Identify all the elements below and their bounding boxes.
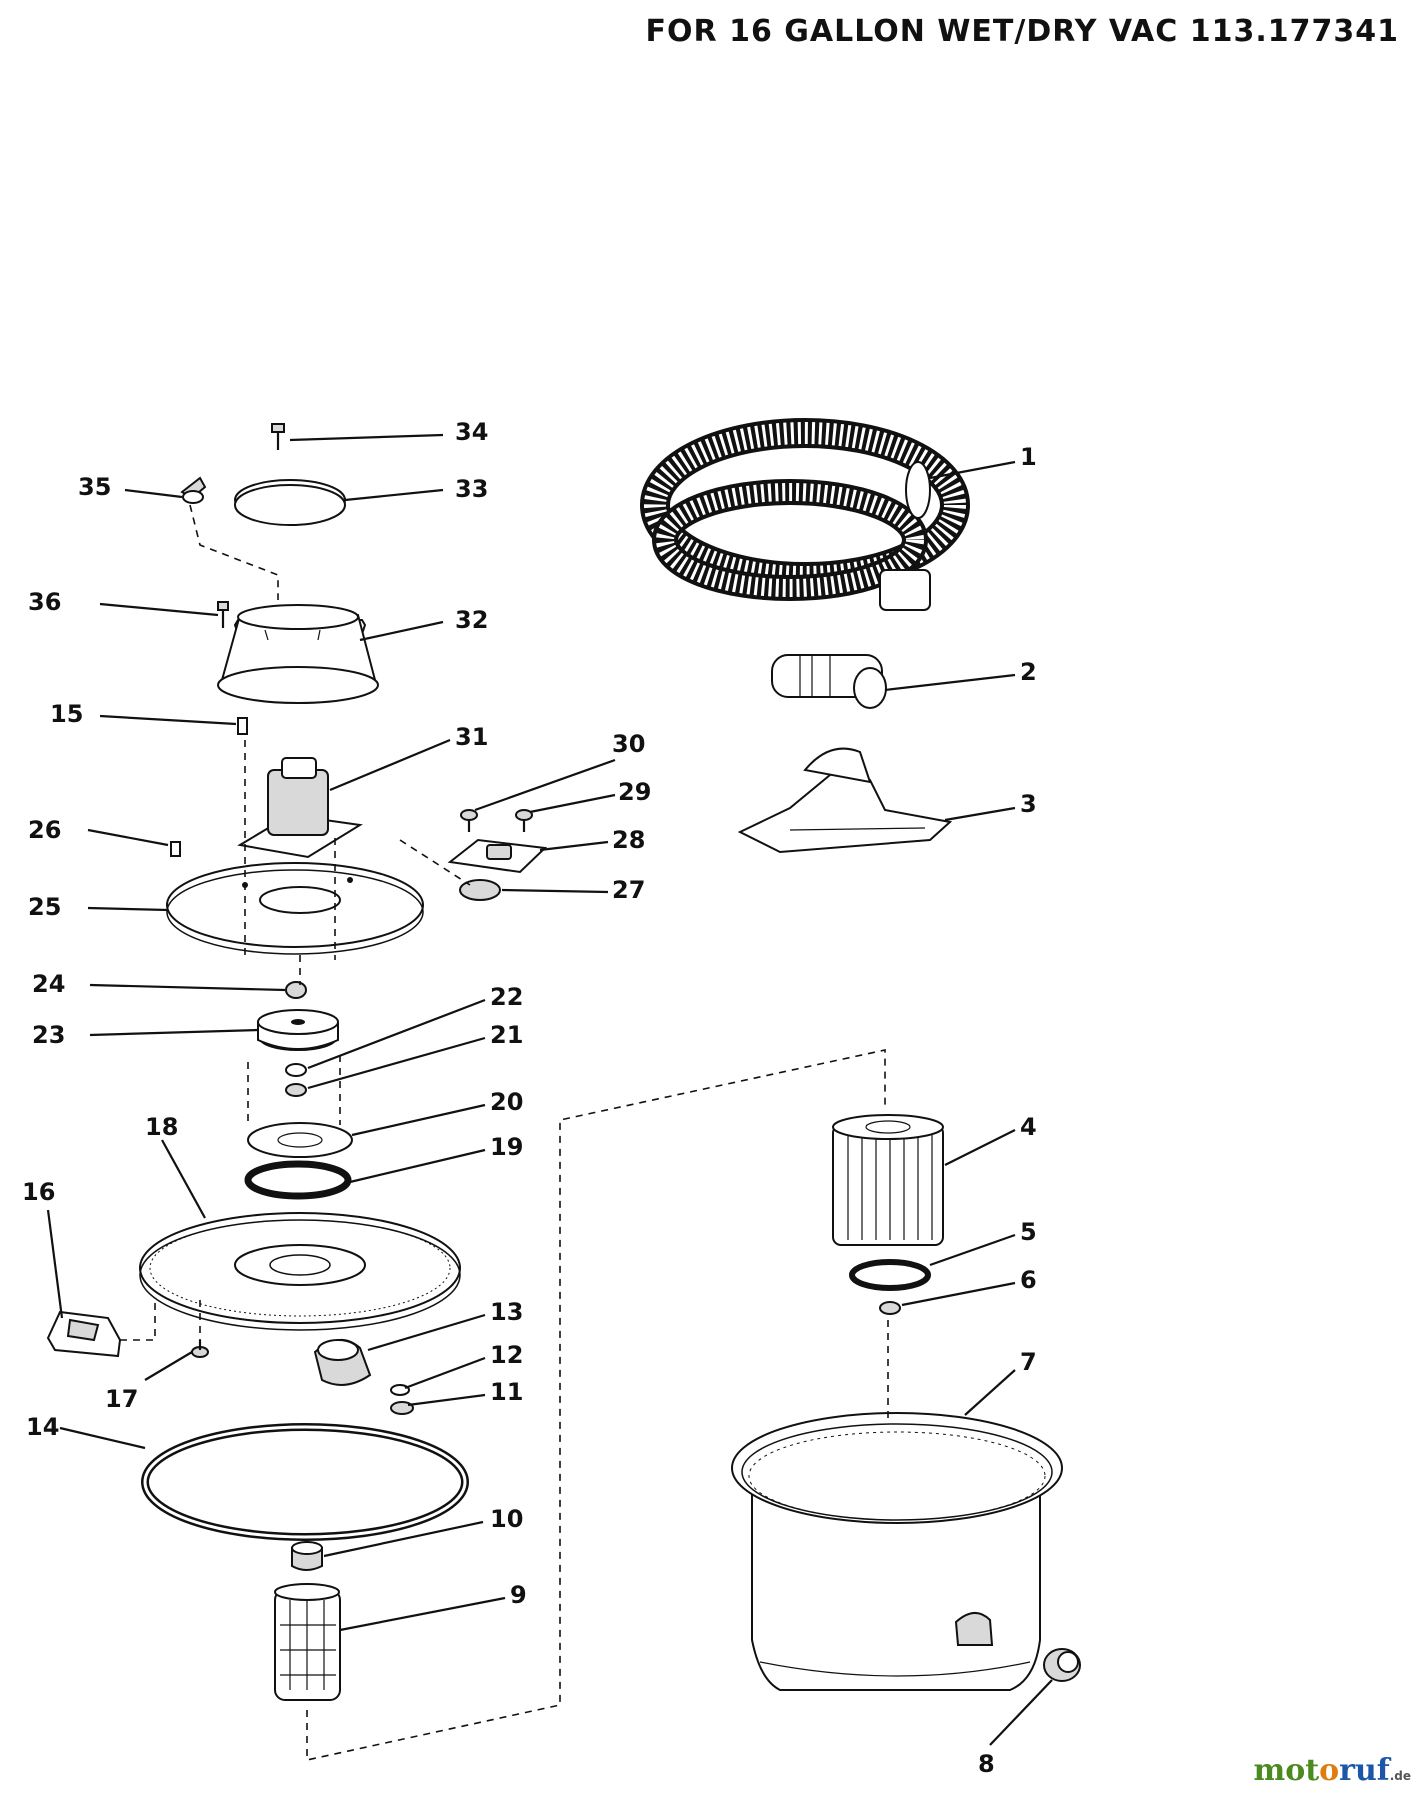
callout-31: 31 <box>455 723 488 751</box>
callout-21: 21 <box>490 1021 523 1049</box>
callout-34: 34 <box>455 418 488 446</box>
part-impeller <box>257 1009 339 1051</box>
callout-5: 5 <box>1020 1218 1037 1246</box>
part-switch-screws <box>460 809 533 832</box>
callout-30: 30 <box>612 730 645 758</box>
part-latch <box>46 1310 122 1358</box>
callout-11: 11 <box>490 1378 523 1406</box>
callout-2: 2 <box>1020 658 1037 686</box>
part-hose <box>640 418 970 611</box>
part-screw-17 <box>191 1340 209 1358</box>
callout-1: 1 <box>1020 443 1037 471</box>
callout-6: 6 <box>1020 1266 1037 1294</box>
part-fan-housing <box>247 1122 353 1158</box>
watermark-part-b: o <box>1319 1753 1340 1788</box>
callout-25: 25 <box>28 893 61 921</box>
part-washer-11 <box>390 1401 414 1415</box>
callout-3: 3 <box>1020 790 1037 818</box>
callout-29: 29 <box>618 778 651 806</box>
part-motor <box>237 757 363 859</box>
part-filter-cage <box>274 1583 341 1701</box>
watermark-part-a: mot <box>1253 1753 1320 1788</box>
callout-26: 26 <box>28 816 61 844</box>
callout-18: 18 <box>145 1113 178 1141</box>
part-tank <box>731 1412 1063 1691</box>
watermark-part-c: ruf <box>1339 1753 1390 1788</box>
part-screw-34 <box>271 423 285 450</box>
part-switch <box>180 476 207 504</box>
part-switch-bracket <box>447 838 548 874</box>
part-wand-coupling <box>771 654 887 709</box>
callout-28: 28 <box>612 826 645 854</box>
callout-36: 36 <box>28 588 61 616</box>
callout-7: 7 <box>1020 1348 1037 1376</box>
motoruf-watermark: motoruf.de <box>1254 1753 1411 1788</box>
callout-17: 17 <box>105 1385 138 1413</box>
callout-32: 32 <box>455 606 488 634</box>
callout-20: 20 <box>490 1088 523 1116</box>
part-lid-gasket <box>141 1423 469 1541</box>
callout-24: 24 <box>32 970 65 998</box>
part-motor-cap <box>234 479 346 526</box>
part-washer-21 <box>285 1083 307 1097</box>
callout-12: 12 <box>490 1341 523 1369</box>
part-screw-36 <box>217 601 229 628</box>
callout-leaders <box>46 433 1053 1746</box>
part-gasket-19 <box>244 1160 352 1200</box>
callout-4: 4 <box>1020 1113 1037 1141</box>
part-screw-15 <box>237 717 248 735</box>
part-cartridge-filter <box>832 1114 944 1246</box>
callout-16: 16 <box>22 1178 55 1206</box>
assembly-lines <box>120 504 889 1761</box>
page-title: FOR 16 GALLON WET/DRY VAC 113.177341 <box>645 14 1399 49</box>
callout-22: 22 <box>490 983 523 1011</box>
callout-10: 10 <box>490 1505 523 1533</box>
callout-23: 23 <box>32 1021 65 1049</box>
callout-33: 33 <box>455 475 488 503</box>
callout-27: 27 <box>612 876 645 904</box>
part-lid <box>139 1212 461 1331</box>
watermark-suffix: .de <box>1389 1769 1411 1783</box>
part-washer-12 <box>390 1384 410 1396</box>
callout-labels: 1 2 3 4 5 6 7 8 9 10 11 12 13 14 15 16 1… <box>22 418 1037 1778</box>
part-nut-24 <box>285 981 307 999</box>
callout-19: 19 <box>490 1133 523 1161</box>
part-filter-nut <box>879 1301 901 1315</box>
callout-14: 14 <box>26 1413 59 1441</box>
part-floor-nozzle <box>737 747 953 854</box>
part-screw-26 <box>170 841 181 857</box>
callout-35: 35 <box>78 473 111 501</box>
part-mounting-plate <box>166 862 424 955</box>
part-motor-housing <box>217 604 379 704</box>
part-washer-22 <box>285 1063 307 1077</box>
part-filter-retainer <box>849 1259 931 1291</box>
callout-13: 13 <box>490 1298 523 1326</box>
callout-8: 8 <box>978 1750 995 1778</box>
part-float-cage <box>313 1339 372 1386</box>
callout-9: 9 <box>510 1581 527 1609</box>
part-float <box>291 1541 323 1571</box>
callout-15: 15 <box>50 700 83 728</box>
part-drain-plug <box>1043 1648 1081 1682</box>
